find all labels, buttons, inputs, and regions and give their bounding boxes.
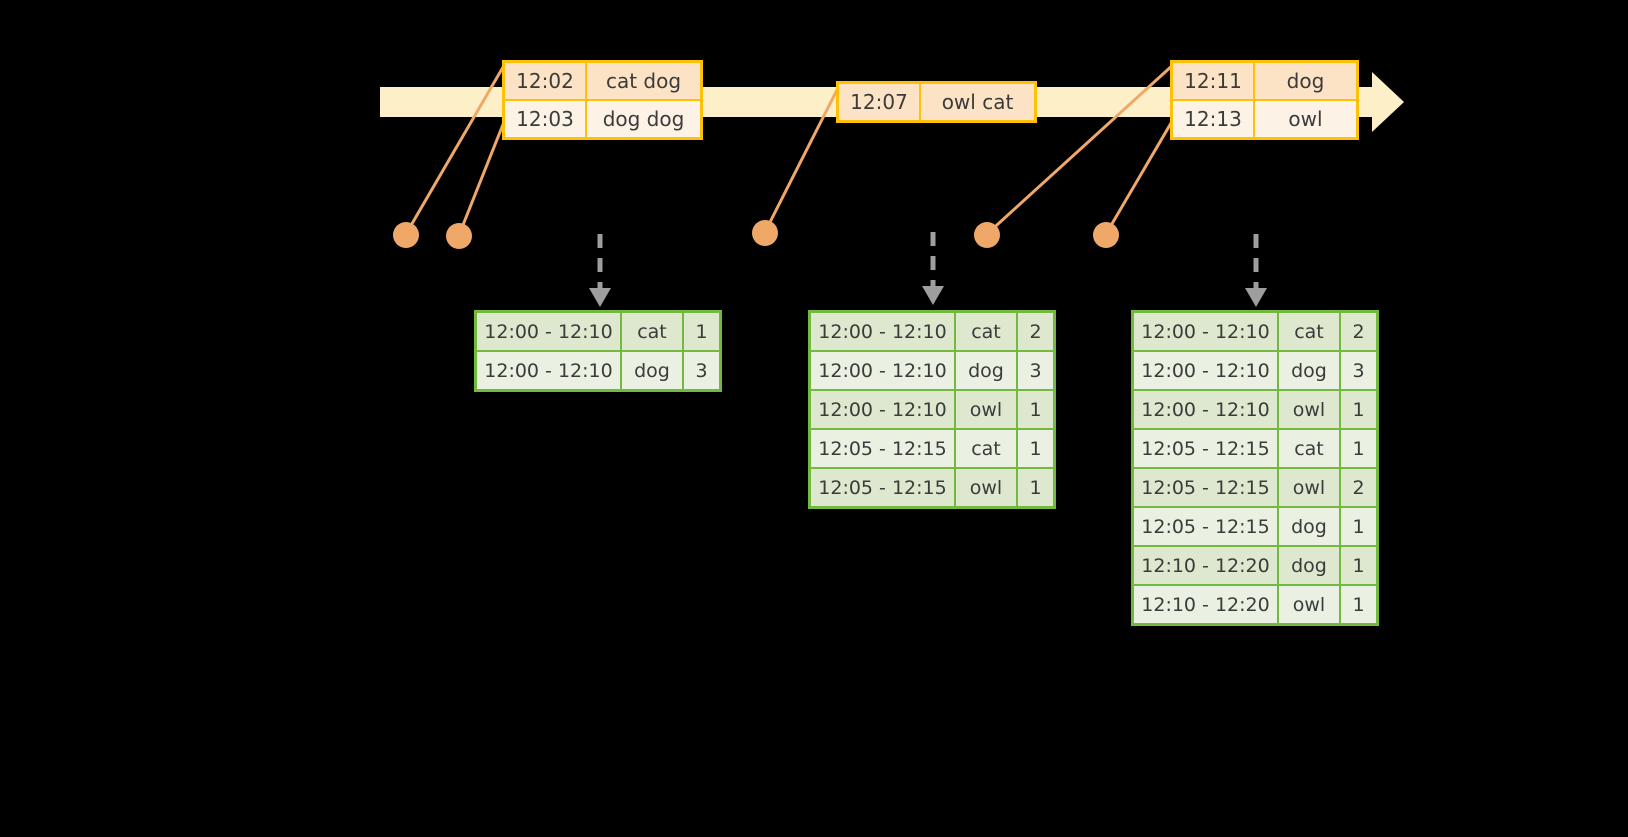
event-time: 12:03 [505,101,587,137]
word-cell: dog [1279,547,1341,584]
event-words: dog [1286,69,1325,93]
word-cell: dog [1279,508,1341,545]
count-cell: 1 [1029,437,1042,460]
word-cell: cat [956,313,1018,350]
window-cell: 12:05 - 12:15 [1134,469,1279,506]
dashed-arrows [597,232,1259,288]
word-cell: dog [622,352,684,389]
count-cell: 1 [1029,398,1042,421]
word-cell: owl [956,391,1018,428]
word-cell: dog [956,352,1018,389]
word-cell: cat [1279,430,1341,467]
window-cell: 12:10 - 12:20 [1134,547,1279,584]
event-time: 12:02 [505,63,587,99]
event-words: owl cat [941,90,1014,114]
count-cell: 1 [1352,554,1365,577]
connector-dot-1 [393,222,419,248]
event-time: 12:07 [839,84,921,120]
window-cell: 12:10 - 12:20 [1134,586,1279,623]
connector-dots [393,220,1119,249]
count-cell: 1 [1352,398,1365,421]
event-time: 12:11 [1173,63,1255,99]
word-cell: dog [1279,352,1341,389]
window-cell: 12:00 - 12:10 [477,352,622,389]
timeline-arrowhead-icon [1372,72,1404,132]
count-cell: 3 [1352,359,1365,382]
count-cell: 3 [695,359,708,382]
connector-dot-5 [1093,222,1119,248]
count-cell: 3 [1029,359,1042,382]
dashed-arrowheads [589,286,1267,307]
window-cell: 12:00 - 12:10 [1134,391,1279,428]
connector-line-5 [1104,117,1176,235]
count-cell: 1 [1029,476,1042,499]
dashed-arrowhead-1 [589,288,611,307]
connector-dot-2 [446,223,472,249]
window-cell: 12:00 - 12:10 [1134,313,1279,350]
word-cell: cat [956,430,1018,467]
window-cell: 12:05 - 12:15 [811,469,956,506]
count-cell: 1 [695,320,708,343]
event-group-1[interactable]: 12:02 cat dog 12:03 dog dog [502,60,703,140]
word-cell: cat [1279,313,1341,350]
connector-dot-4 [974,222,1000,248]
dashed-arrowhead-3 [1245,288,1267,307]
dashed-arrowhead-2 [922,286,944,305]
count-cell: 1 [1352,593,1365,616]
connector-dot-3 [752,220,778,246]
count-cell: 1 [1352,515,1365,538]
event-words: dog dog [602,107,685,131]
event-row[interactable]: 12:02 cat dog [505,63,700,101]
window-cell: 12:05 - 12:15 [1134,430,1279,467]
event-row[interactable]: 12:11 dog [1173,63,1356,101]
event-group-3[interactable]: 12:11 dog 12:13 owl [1170,60,1359,140]
window-cell: 12:00 - 12:10 [1134,352,1279,389]
count-cell: 1 [1352,437,1365,460]
event-time: 12:13 [1173,101,1255,137]
window-cell: 12:00 - 12:10 [811,391,956,428]
count-cell: 2 [1352,476,1365,499]
event-group-2[interactable]: 12:07 owl cat [836,81,1037,123]
word-cell: owl [1279,586,1341,623]
window-cell: 12:00 - 12:10 [811,352,956,389]
event-row[interactable]: 12:07 owl cat [839,84,1034,120]
count-cell: 2 [1352,320,1365,343]
word-cell: owl [956,469,1018,506]
event-row[interactable]: 12:13 owl [1173,101,1356,137]
word-cell: owl [1279,469,1341,506]
window-cell: 12:05 - 12:15 [1134,508,1279,545]
word-cell: owl [1279,391,1341,428]
connector-line-2 [457,116,508,236]
word-cell: cat [622,313,684,350]
event-words: owl [1288,107,1323,131]
window-cell: 12:05 - 12:15 [811,430,956,467]
event-words: cat dog [605,69,682,93]
window-cell: 12:00 - 12:10 [811,313,956,350]
count-cell: 2 [1029,320,1042,343]
window-cell: 12:00 - 12:10 [477,313,622,350]
event-row[interactable]: 12:03 dog dog [505,101,700,137]
